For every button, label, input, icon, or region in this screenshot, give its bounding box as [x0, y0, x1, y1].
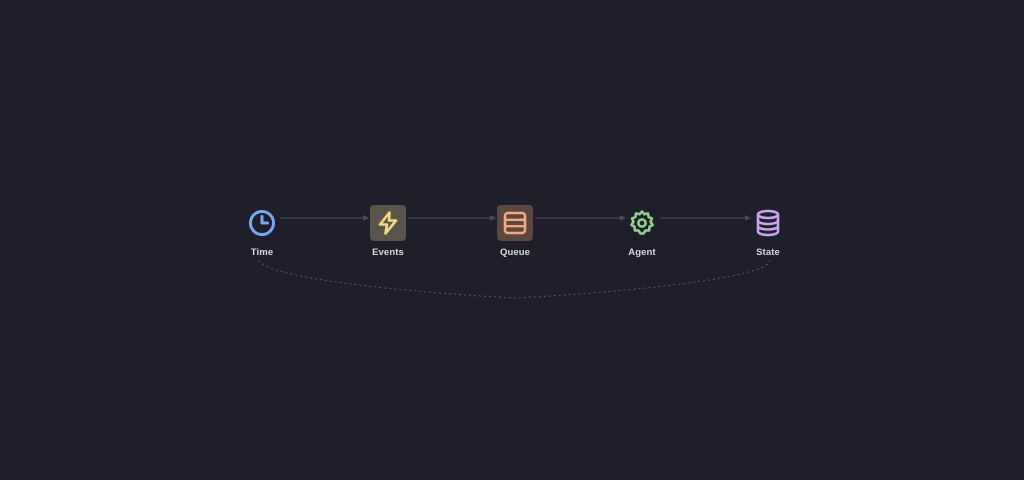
node-events-label: Events: [372, 247, 404, 258]
gear-icon: [630, 210, 654, 235]
node-events-tile: [370, 205, 406, 241]
clock-icon: [249, 210, 275, 236]
list-icon: [503, 211, 527, 235]
node-agent[interactable]: Agent: [602, 205, 682, 258]
lightning-icon: [378, 211, 398, 235]
edge-state-time-loop: [257, 257, 771, 299]
node-queue[interactable]: Queue: [475, 205, 555, 258]
node-time[interactable]: Time: [222, 205, 302, 258]
node-queue-tile: [497, 205, 533, 241]
database-icon: [756, 209, 780, 237]
node-state-tile: [750, 205, 786, 241]
node-queue-label: Queue: [499, 247, 531, 258]
node-time-tile: [244, 205, 280, 241]
node-events[interactable]: Events: [348, 205, 428, 258]
node-agent-tile: [624, 205, 660, 241]
node-time-label: Time: [250, 247, 274, 258]
node-state-label: State: [756, 247, 780, 258]
node-agent-label: Agent: [628, 247, 656, 258]
node-state[interactable]: State: [728, 205, 808, 258]
